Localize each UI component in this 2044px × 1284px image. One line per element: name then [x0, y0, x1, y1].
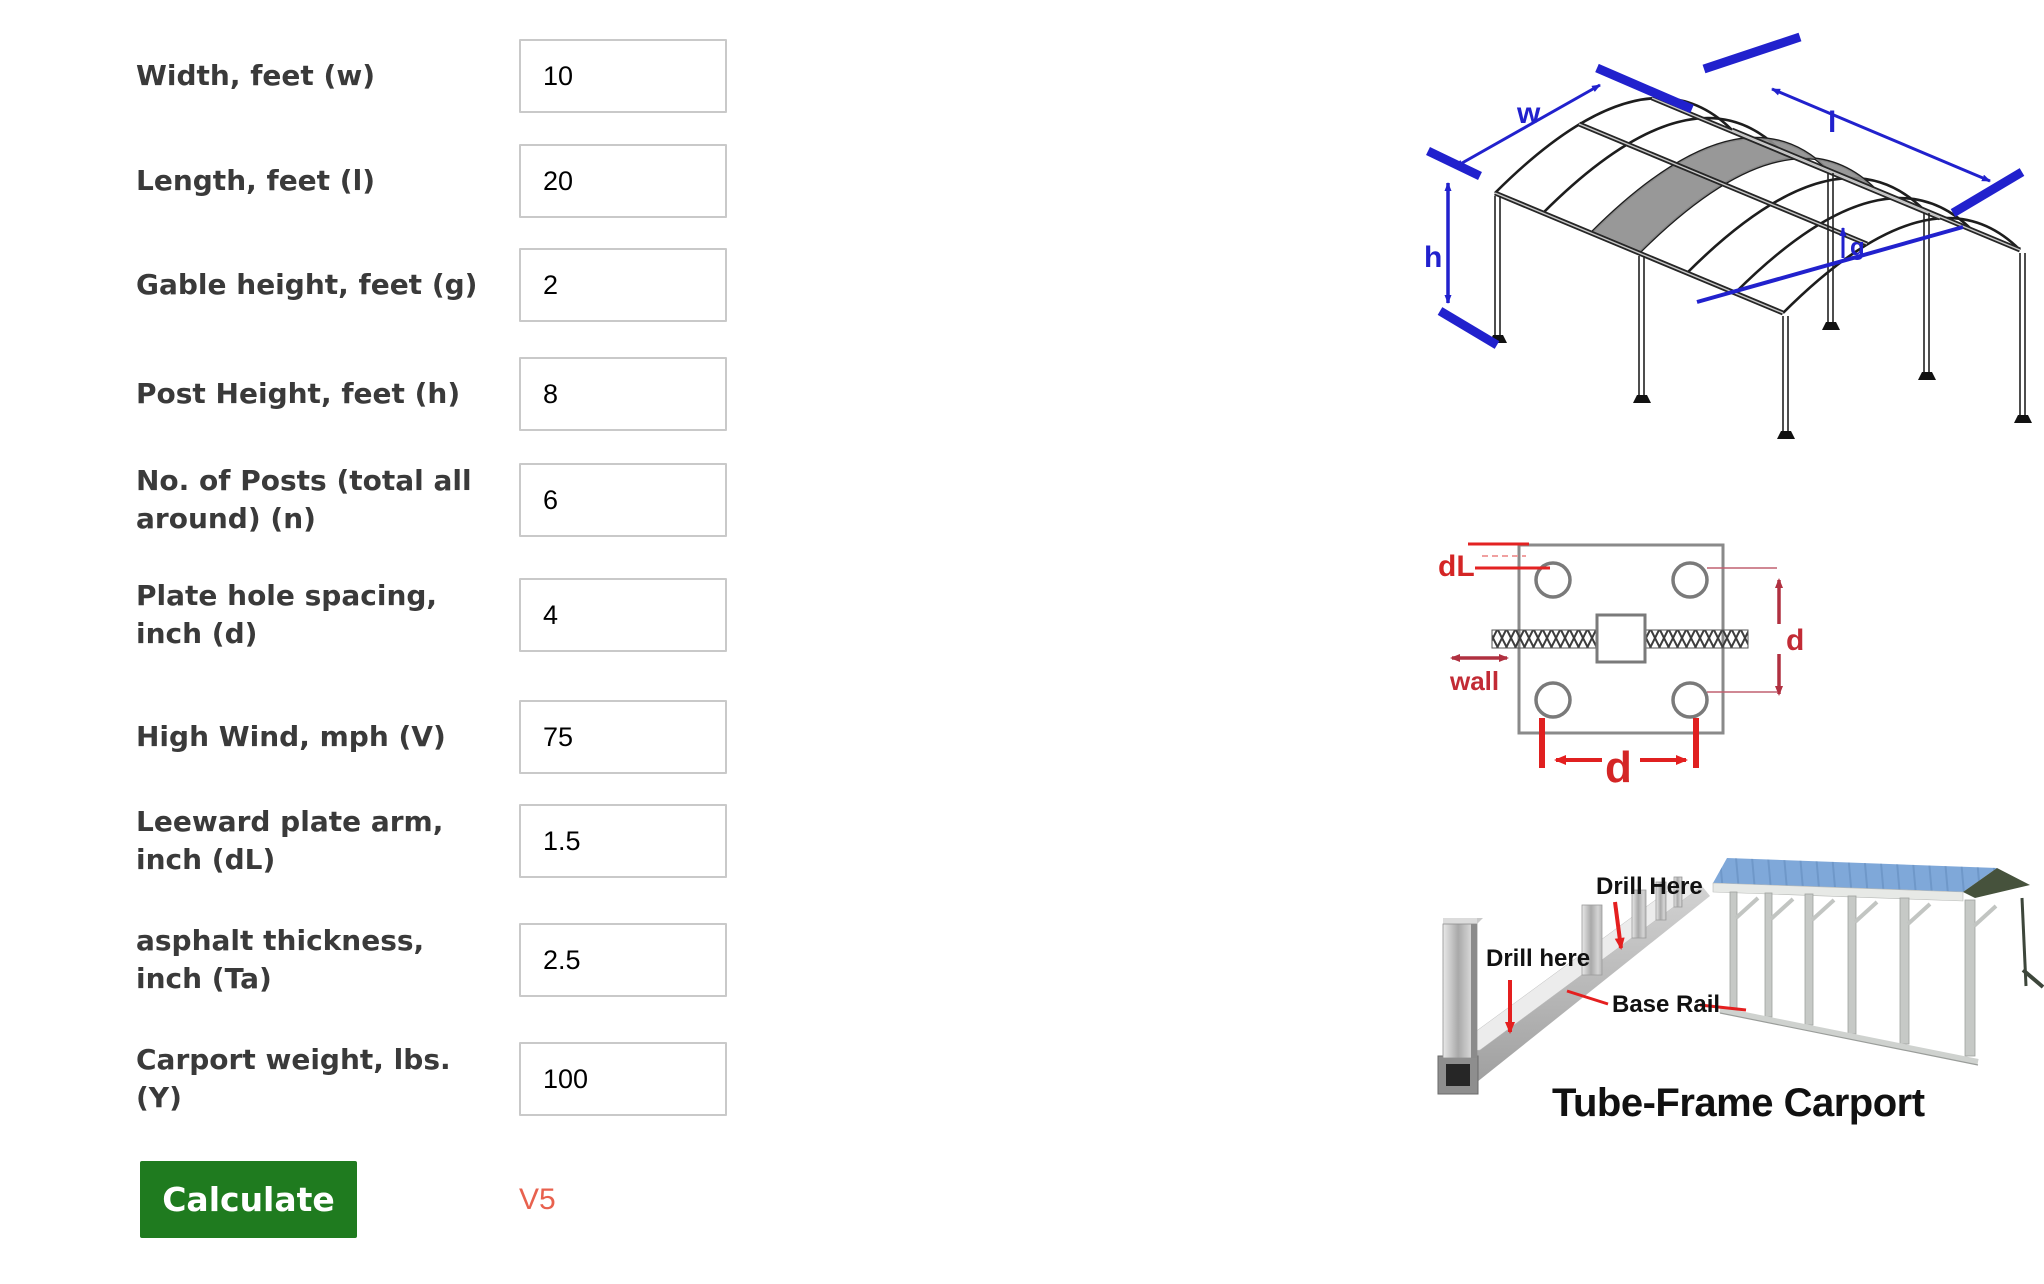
width-input[interactable]	[519, 39, 727, 113]
carport-weight-input[interactable]	[519, 1042, 727, 1116]
leg-braces	[1734, 896, 1998, 928]
version-label: V5	[519, 1183, 556, 1216]
l-dimension-line	[1771, 87, 1991, 183]
length-label: Length, feet (l)	[136, 164, 375, 197]
form-row-gable-height: Gable height, feet (g)	[136, 248, 736, 322]
dl-label: dL	[1438, 550, 1475, 583]
roof-arch-ribs	[1494, 96, 2021, 314]
width-label: Width, feet (w)	[136, 59, 375, 92]
form-row-asphalt-thickness: asphalt thickness,inch (Ta)	[136, 923, 736, 997]
tube-frame-caption: Tube-Frame Carport	[1552, 1081, 1925, 1125]
roof-rails	[1494, 95, 2021, 316]
base-rail-leader-left	[1566, 989, 1609, 1006]
drill-here-upper-arrow	[1613, 901, 1625, 950]
leeward-plate-arm-input[interactable]	[519, 804, 727, 878]
base-plate-figure: dL wall d d	[1438, 542, 1804, 792]
g-label: g	[1850, 234, 1865, 261]
d-right-label: d	[1786, 624, 1804, 657]
h-label: h	[1424, 241, 1442, 274]
bolt-holes	[1534, 561, 1709, 719]
tube-post	[1442, 918, 1483, 1059]
w-label: w	[1516, 97, 1541, 130]
post-height-label: Post Height, feet (h)	[136, 377, 461, 410]
plate-annotations	[1450, 542, 1783, 768]
l-label: l	[1828, 106, 1836, 139]
high-wind-input[interactable]	[519, 700, 727, 774]
carport-photo	[1712, 858, 2044, 1066]
wall-label: wall	[1449, 666, 1499, 696]
high-wind-label: High Wind, mph (V)	[136, 720, 446, 753]
form-row-post-height: Post Height, feet (h)	[136, 357, 736, 431]
base-rail-drawing	[1437, 881, 1710, 1095]
drill-here-upper-label: Drill Here	[1596, 873, 1703, 900]
length-input[interactable]	[519, 144, 727, 218]
gable-height-input[interactable]	[519, 248, 727, 322]
post-height-input[interactable]	[519, 357, 727, 431]
form-row-length: Length, feet (l)	[136, 144, 736, 218]
dimension-lines	[1426, 32, 2025, 349]
carport-dimensions-figure: w l h g	[1424, 32, 2032, 439]
plate-hole-spacing-label: Plate hole spacing,inch (d)	[136, 579, 438, 650]
form-row-carport-weight: Carport weight, lbs.(Y)	[136, 1042, 736, 1116]
calculate-button[interactable]: Calculate	[140, 1161, 357, 1238]
form-row-plate-hole-spacing: Plate hole spacing,inch (d)	[136, 578, 736, 652]
base-rail-leader-right	[1699, 1003, 1747, 1012]
shaded-roof-panel	[1591, 138, 1876, 253]
drill-here-lower-label: Drill here	[1486, 945, 1590, 972]
carport-legs	[1729, 891, 1976, 1057]
carport-base-rail	[1719, 1007, 1979, 1065]
carport-weight-label: Carport weight, lbs.(Y)	[136, 1043, 451, 1114]
form-row-high-wind: High Wind, mph (V)	[136, 700, 736, 774]
asphalt-thickness-label: asphalt thickness,inch (Ta)	[136, 924, 425, 995]
num-posts-input[interactable]	[519, 463, 727, 537]
w-dimension-line	[1454, 83, 1601, 169]
base-rail-label: Base Rail	[1612, 991, 1720, 1018]
eave-reference-line	[1696, 225, 1964, 304]
form-row-width: Width, feet (w)	[136, 39, 736, 113]
gable-end	[1963, 868, 2030, 898]
gable-height-label: Gable height, feet (g)	[136, 268, 478, 301]
small-posts	[1581, 876, 1683, 976]
plate-hole-spacing-input[interactable]	[519, 578, 727, 652]
form-row-leeward-plate-arm: Leeward plate arm,inch (dL)	[136, 804, 736, 878]
d-bottom-label: d	[1605, 743, 1632, 792]
post-feet	[1489, 322, 2032, 439]
asphalt-thickness-input[interactable]	[519, 923, 727, 997]
leeward-plate-arm-label: Leeward plate arm,inch (dL)	[136, 805, 444, 876]
post-cross-section	[1595, 613, 1647, 664]
carport-posts	[1489, 173, 2032, 439]
tube-frame-figure: Drill here Drill Here Base Rail	[1437, 858, 2044, 1125]
rail-open-end	[1446, 1064, 1470, 1086]
